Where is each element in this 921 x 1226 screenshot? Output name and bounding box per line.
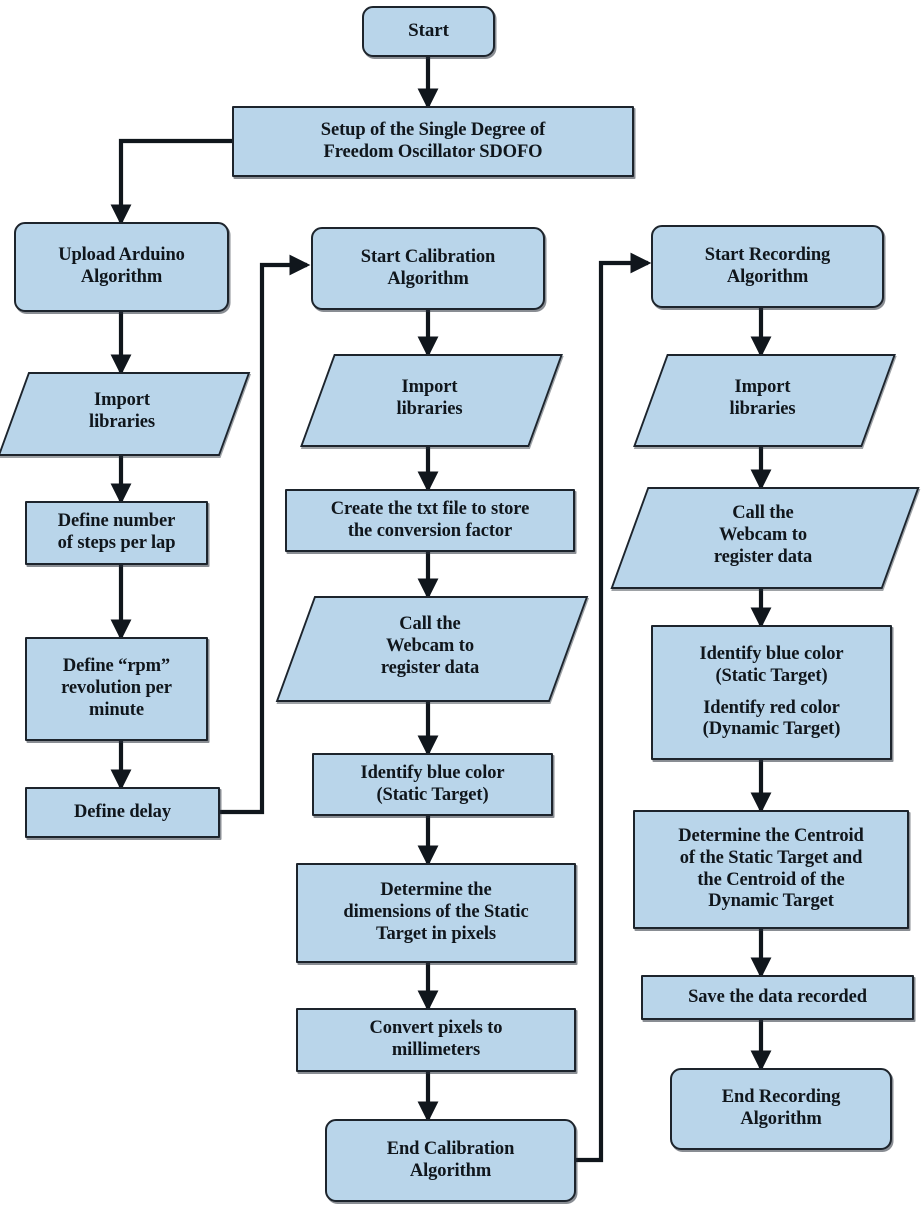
node-import-libraries-1[interactable]: Import libraries xyxy=(0,372,251,456)
node-determine-dimensions[interactable]: Determine the dimensions of the Static T… xyxy=(296,863,576,963)
node-define-rpm-label: Define “rpm” revolution per minute xyxy=(61,656,172,720)
node-start-calibration-label: Start Calibration Algorithm xyxy=(360,246,496,289)
node-identify-colors-spacer xyxy=(699,687,843,697)
edge-setup-to-upload xyxy=(110,138,232,226)
node-end-calibration-label: End Calibration Algorithm xyxy=(386,1138,515,1181)
node-start-recording-label: Start Recording Algorithm xyxy=(704,244,831,287)
node-identify-blue[interactable]: Identify blue color (Static Target) xyxy=(312,753,553,816)
node-setup[interactable]: Setup of the Single Degree of Freedom Os… xyxy=(232,106,634,177)
node-call-webcam-1[interactable]: Call the Webcam to register data xyxy=(275,596,589,702)
node-create-txt-file[interactable]: Create the txt file to store the convers… xyxy=(285,489,575,552)
node-define-steps-label: Define number of steps per lap xyxy=(57,511,176,553)
node-upload-arduino-label: Upload Arduino Algorithm xyxy=(58,245,185,287)
node-define-steps[interactable]: Define number of steps per lap xyxy=(25,501,208,565)
node-import-libraries-2-label: Import libraries xyxy=(396,376,463,419)
node-call-webcam-1-label: Call the Webcam to register data xyxy=(380,614,480,678)
node-import-libraries-3-label: Import libraries xyxy=(729,376,796,419)
node-import-libraries-1-label: Import libraries xyxy=(89,390,155,432)
node-start-calibration[interactable]: Start Calibration Algorithm xyxy=(311,227,545,310)
node-upload-arduino[interactable]: Upload Arduino Algorithm xyxy=(14,222,229,312)
node-call-webcam-2[interactable]: Call the Webcam to register data xyxy=(610,487,920,589)
node-determine-dimensions-label: Determine the dimensions of the Static T… xyxy=(343,880,529,944)
node-determine-centroid-label: Determine the Centroid of the Static Tar… xyxy=(678,825,864,912)
node-determine-centroid[interactable]: Determine the Centroid of the Static Tar… xyxy=(633,810,909,929)
node-define-delay[interactable]: Define delay xyxy=(25,787,220,838)
node-end-recording[interactable]: End Recording Algorithm xyxy=(670,1068,892,1150)
node-import-libraries-3[interactable]: Import libraries xyxy=(633,354,896,447)
node-import-libraries-2[interactable]: Import libraries xyxy=(300,354,563,447)
node-end-calibration[interactable]: End Calibration Algorithm xyxy=(325,1119,576,1202)
node-start-label: Start xyxy=(408,20,449,42)
node-end-recording-label: End Recording Algorithm xyxy=(721,1087,841,1129)
node-identify-colors-label: Identify blue color (Static Target) Iden… xyxy=(699,643,844,740)
node-identify-blue-label: Identify blue color (Static Target) xyxy=(360,762,505,805)
node-save-data[interactable]: Save the data recorded xyxy=(641,975,914,1020)
node-define-rpm[interactable]: Define “rpm” revolution per minute xyxy=(25,637,208,741)
node-start[interactable]: Start xyxy=(362,6,495,57)
node-save-data-label: Save the data recorded xyxy=(688,986,867,1007)
node-setup-label: Setup of the Single Degree of Freedom Os… xyxy=(320,119,546,162)
node-start-recording[interactable]: Start Recording Algorithm xyxy=(651,225,884,308)
node-convert-pixels[interactable]: Convert pixels to millimeters xyxy=(296,1008,576,1072)
node-define-delay-label: Define delay xyxy=(74,801,171,822)
node-call-webcam-2-label: Call the Webcam to register data xyxy=(713,503,813,567)
edge-endcalibration-to-recording xyxy=(576,252,652,1163)
node-convert-pixels-label: Convert pixels to millimeters xyxy=(369,1018,503,1060)
node-identify-colors[interactable]: Identify blue color (Static Target) Iden… xyxy=(651,625,892,760)
node-create-txt-file-label: Create the txt file to store the convers… xyxy=(330,498,530,541)
